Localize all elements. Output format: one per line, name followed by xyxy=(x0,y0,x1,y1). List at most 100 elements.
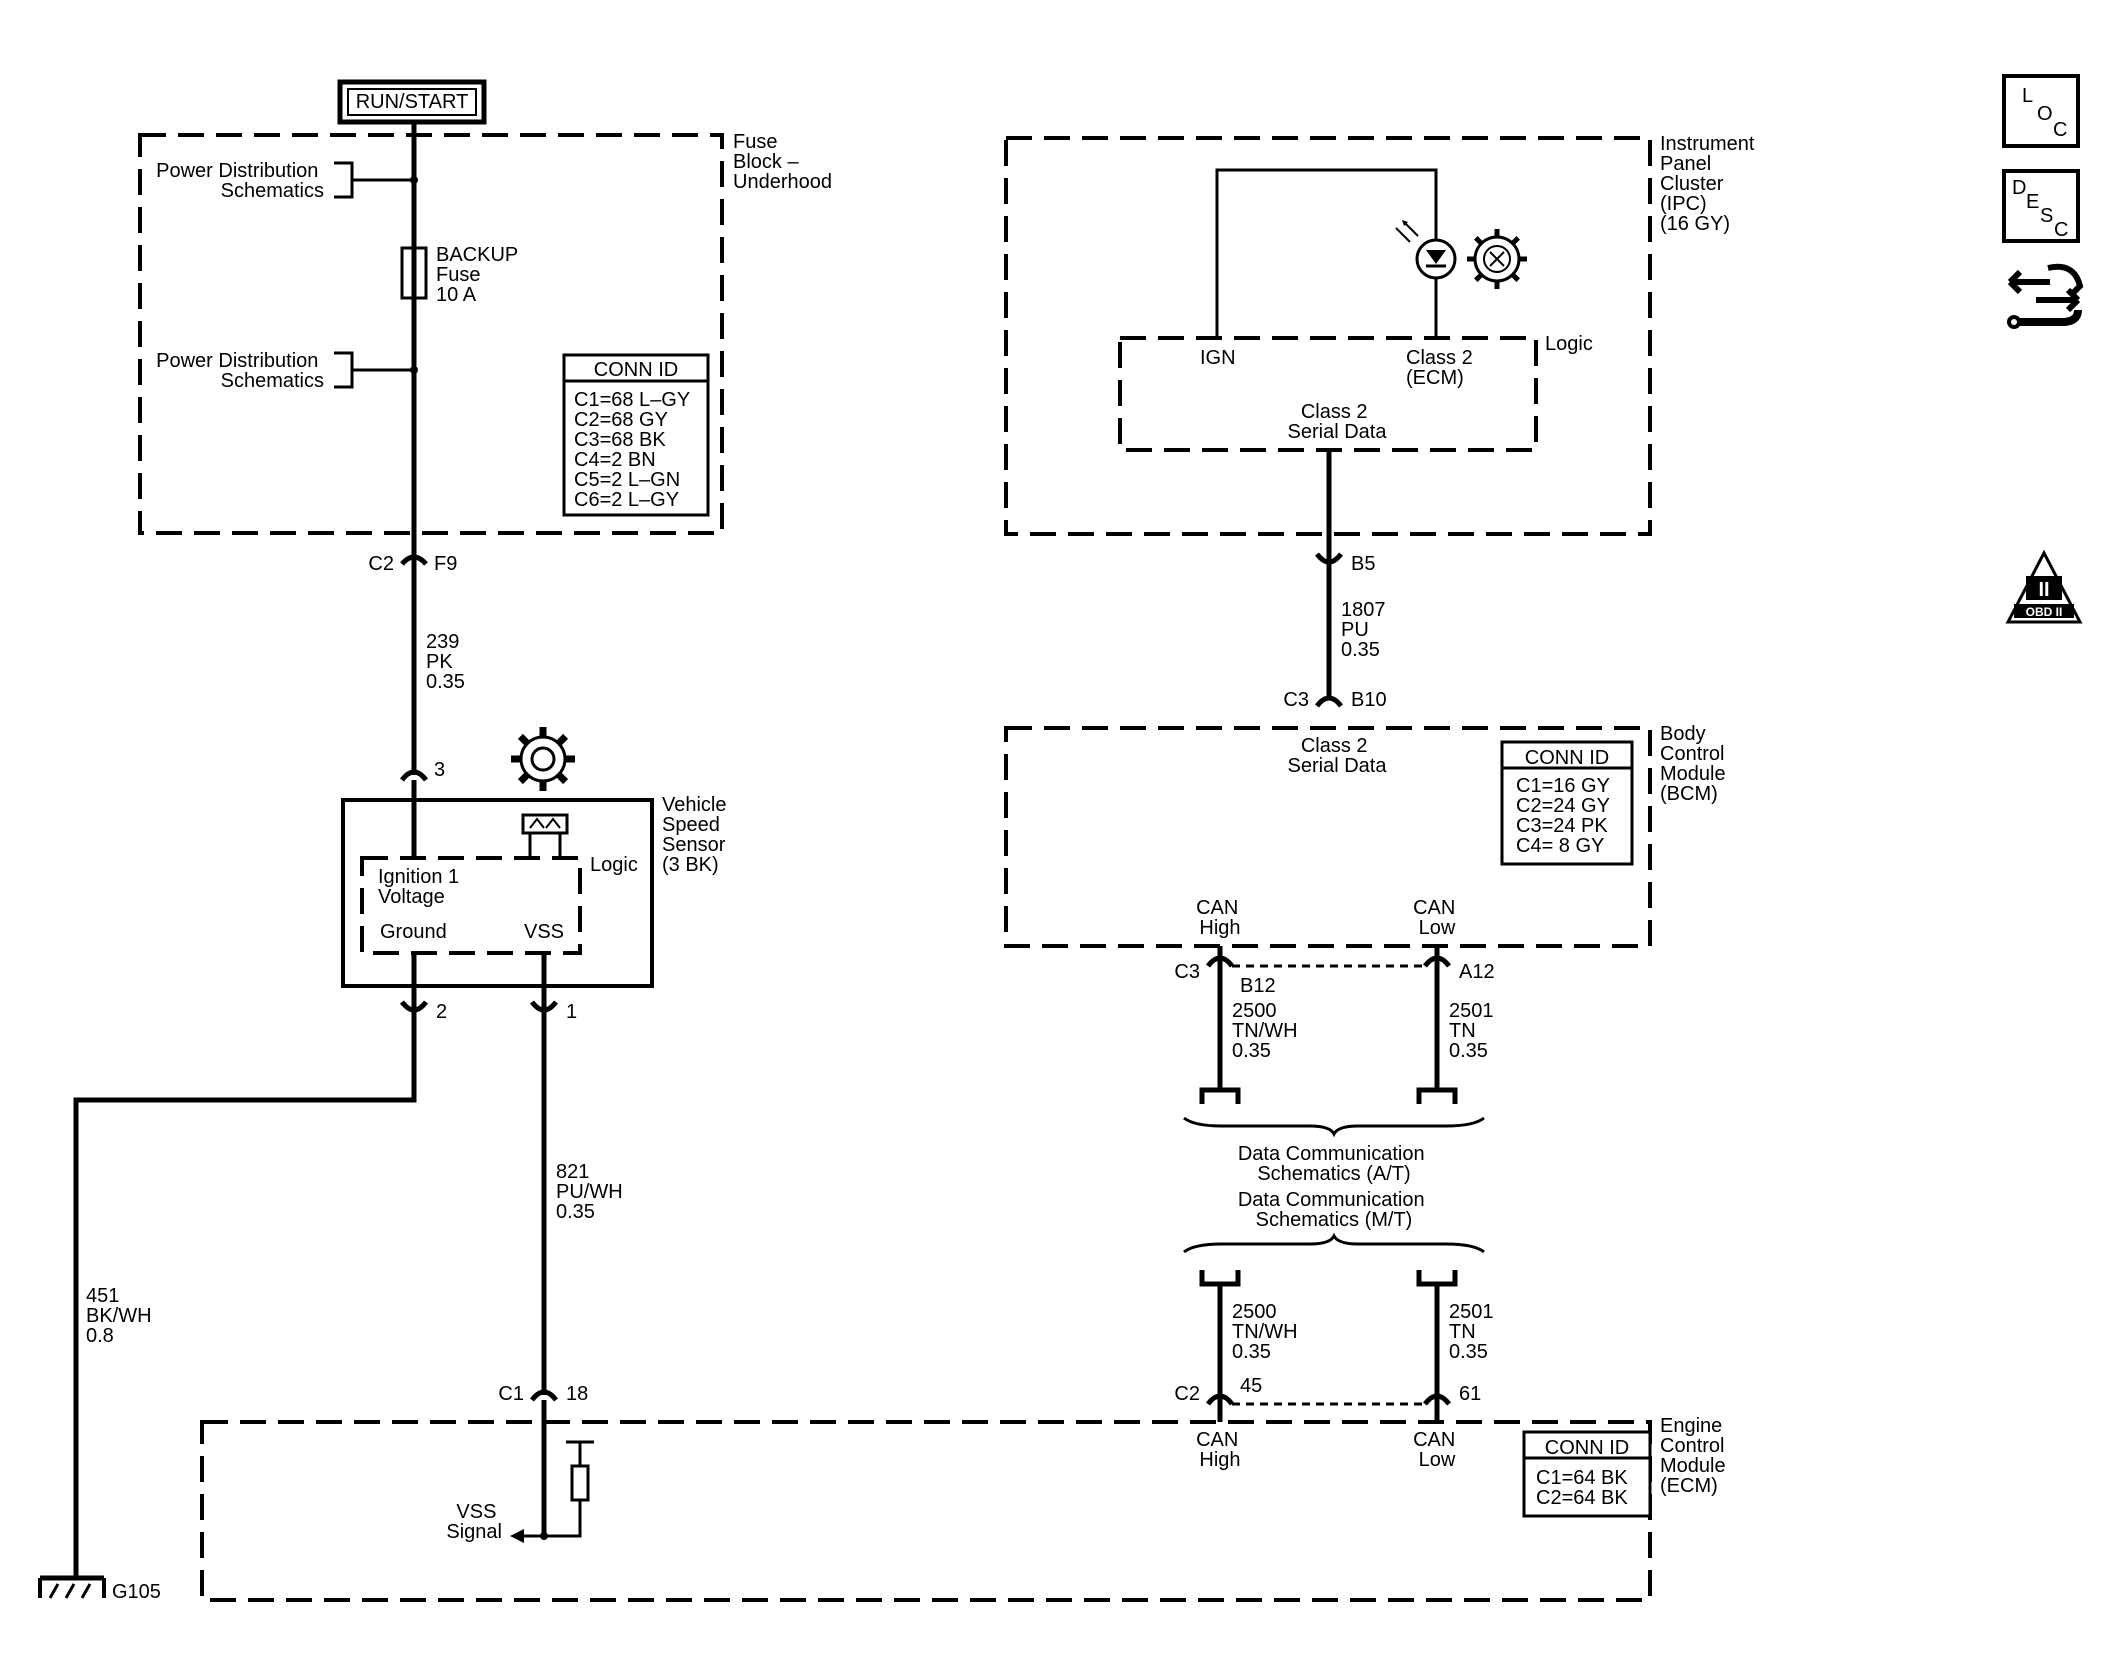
wire-2500-lower-label: 2500 TN/WH 0.35 xyxy=(1232,1301,1303,1363)
svg-text:F9: F9 xyxy=(434,553,457,575)
ipc-serial-data-label: Class 2 Serial Data xyxy=(1288,401,1388,443)
svg-text:1: 1 xyxy=(566,1001,577,1023)
ecm-can-high-label: CAN High xyxy=(1196,1429,1244,1471)
engine-symbol-icon xyxy=(1467,229,1527,289)
svg-text:61: 61 xyxy=(1459,1383,1481,1405)
ecm-can-connector: C2 45 61 xyxy=(1174,1375,1481,1422)
svg-text:CONN ID: CONN ID xyxy=(594,359,678,381)
data-comm-brace-lower xyxy=(1183,1232,1485,1254)
vss-title: Vehicle Speed Sensor (3 BK) xyxy=(662,794,732,876)
wire-2501-lower-label: 2501 TN 0.35 xyxy=(1449,1301,1499,1363)
data-comm-mt-label: Data Communication Schematics (M/T) xyxy=(1238,1189,1430,1231)
ecm-title: Engine Control Module (ECM) xyxy=(1660,1415,1731,1497)
desc-icon[interactable]: D E S C xyxy=(2002,169,2080,243)
wire-2500-upper-label: 2500 TN/WH 0.35 xyxy=(1232,1000,1303,1062)
lower-splice-terminals xyxy=(1199,1270,1458,1287)
wire-2501-upper-label: 2501 TN 0.35 xyxy=(1449,1000,1499,1062)
fuse-block-conn-id: CONN ID C1=68 L–GY C2=68 GY C3=68 BK C4=… xyxy=(562,353,710,517)
connector-c2-f9: C2 F9 xyxy=(368,553,457,575)
svg-text:C1=68 L–GY C2=68 GY: C1=68 L–GY C2=68 GY C3=68 BK C4=2 BN C5=… xyxy=(574,389,695,511)
svg-text:BACKUP Fuse 10 A: BACKUP Fuse 10 A xyxy=(436,244,523,306)
svg-text:Power Distribution Schem: Power Distribution Schematics xyxy=(156,160,324,202)
gear-icon xyxy=(511,727,575,791)
svg-text:C1=64 BK C2=64 BK: C1=64 BK C2=64 BK xyxy=(1536,1467,1633,1509)
svg-text:C2: C2 xyxy=(1174,1383,1200,1405)
connector-c3-b10: C3 B10 xyxy=(1283,689,1386,711)
svg-text:S: S xyxy=(2040,205,2053,227)
service-icon[interactable] xyxy=(2007,263,2084,329)
svg-text:OBD II: OBD II xyxy=(2026,605,2063,619)
pullup-resistor xyxy=(544,1440,594,1538)
svg-text:L: L xyxy=(2022,85,2033,107)
wire-239-label: 239 PK 0.35 xyxy=(426,631,465,693)
bcm-outline xyxy=(1004,726,1652,948)
fuse-block-title: Fuse Block – Underhood xyxy=(733,131,832,193)
obd-ii-icon[interactable]: II OBD II xyxy=(2005,549,2083,624)
svg-text:B12: B12 xyxy=(1240,975,1276,997)
sensor-element-icon xyxy=(521,813,569,858)
svg-text:B5: B5 xyxy=(1351,553,1375,575)
svg-text:II: II xyxy=(2038,579,2049,601)
fuse-block-outline xyxy=(138,133,724,535)
svg-text:C1=16 GY C2=24 GY: C1=16 GY C2=24 GY C3=24 PK C4= 8 GY xyxy=(1516,775,1615,857)
vss-ign-label: Ignition 1 Voltage xyxy=(378,866,465,908)
ipc-lamp-circuit xyxy=(1215,168,1438,338)
data-comm-at-label: Data Communication Schematics (A/T) xyxy=(1238,1143,1430,1185)
vss-connector-pin-3: 3 xyxy=(400,759,445,782)
power-distribution-ref-1: Power Distribution Schematics xyxy=(156,160,418,202)
ecm-conn-id: CONN ID C1=64 BK C2=64 BK xyxy=(1522,1430,1652,1518)
svg-text:C3: C3 xyxy=(1283,689,1309,711)
loc-icon[interactable]: L O C xyxy=(2002,74,2080,148)
ipc-outline xyxy=(1004,136,1652,536)
vss-signal-label: VSS Signal xyxy=(446,1501,502,1543)
svg-text:Power Distribution Schem: Power Distribution Schematics xyxy=(156,350,324,392)
ecm-can-low-label: CAN Low xyxy=(1413,1429,1461,1471)
ipc-ign-label: IGN xyxy=(1200,347,1236,369)
run-start-power-label: RUN/START xyxy=(337,79,487,125)
vss-connector-pin-2: 2 xyxy=(400,1000,447,1023)
power-distribution-ref-2: Power Distribution Schematics xyxy=(156,350,418,392)
svg-text:E: E xyxy=(2026,191,2039,213)
vss-signal-arrow xyxy=(510,1529,548,1543)
wire-451-label: 451 BK/WH 0.8 xyxy=(86,1285,157,1347)
bcm-conn-id: CONN ID C1=16 GY C2=24 GY C3=24 PK C4= 8… xyxy=(1500,740,1634,866)
svg-text:CONN ID: CONN ID xyxy=(1525,747,1609,769)
bcm-title: Body Control Module (BCM) xyxy=(1660,723,1731,805)
svg-text:B10: B10 xyxy=(1351,689,1387,711)
connector-c1-18: C1 18 xyxy=(498,1383,588,1405)
svg-text:3: 3 xyxy=(434,759,445,781)
indicator-led-icon xyxy=(1395,220,1457,280)
svg-text:18: 18 xyxy=(566,1383,588,1405)
svg-text:A12: A12 xyxy=(1459,961,1495,983)
vss-logic-label: Logic xyxy=(590,854,638,876)
vss-logic-outline xyxy=(360,856,582,955)
wire-451 xyxy=(73,1010,417,1578)
data-comm-brace-upper xyxy=(1183,1116,1485,1138)
svg-text:C: C xyxy=(2053,119,2067,141)
bcm-serial-data-label: Class 2 Serial Data xyxy=(1288,735,1388,777)
upper-splice-terminals xyxy=(1199,1087,1458,1104)
svg-text:C2: C2 xyxy=(368,553,394,575)
bcm-can-low-label: CAN Low xyxy=(1413,897,1461,939)
svg-text:C1: C1 xyxy=(498,1383,524,1405)
connector-b5: B5 xyxy=(1315,552,1375,575)
bcm-can-connector: C3 B12 A12 xyxy=(1174,955,1495,997)
ipc-logic-label: Logic xyxy=(1545,333,1593,355)
svg-text:C: C xyxy=(2054,219,2068,241)
ground-symbol: G105 xyxy=(38,1575,161,1603)
svg-text:CONN ID: CONN ID xyxy=(1545,1437,1629,1459)
ground-label: G105 xyxy=(112,1581,161,1603)
wire-821-label: 821 PU/WH 0.35 xyxy=(556,1161,628,1223)
svg-text:D: D xyxy=(2012,177,2026,199)
vss-connector-pin-1: 1 xyxy=(530,1000,577,1023)
svg-text:O: O xyxy=(2037,103,2053,125)
ipc-title: Instrument Panel Cluster (IPC) (16 GY) xyxy=(1660,133,1760,235)
svg-text:C3: C3 xyxy=(1174,961,1200,983)
wire-1807-label: 1807 PU 0.35 xyxy=(1341,599,1391,661)
vss-ground-label: Ground xyxy=(380,921,447,943)
svg-text:45: 45 xyxy=(1240,1375,1262,1397)
run-start-text: RUN/START xyxy=(356,91,469,113)
backup-fuse: BACKUP Fuse 10 A xyxy=(400,244,523,306)
svg-text:2: 2 xyxy=(436,1001,447,1023)
